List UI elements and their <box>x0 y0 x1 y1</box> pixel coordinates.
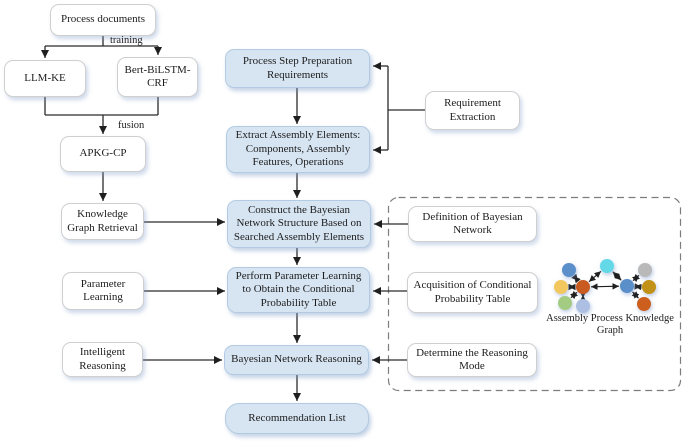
kg-node <box>620 279 634 293</box>
requirement-extraction-connector <box>373 62 425 154</box>
kg-node <box>637 297 651 311</box>
kg-nodes <box>554 259 656 313</box>
node-bayesian-network-reasoning: Bayesian Network Reasoning <box>224 345 369 375</box>
left-column-arrows <box>99 172 225 364</box>
node-construct-bayesian-network: Construct the Bayesian Network Structure… <box>227 200 371 248</box>
node-apkg-cp: APKG-CP <box>60 136 146 172</box>
knowledge-graph-caption: Assembly Process Knowledge Graph <box>546 313 674 337</box>
kg-node <box>642 280 656 294</box>
kg-node <box>558 296 572 310</box>
node-perform-parameter-learning: Perform Parameter Learning to Obtain the… <box>227 267 370 313</box>
training-split-connector <box>41 36 162 58</box>
node-intelligent-reasoning: Intelligent Reasoning <box>62 342 143 377</box>
kg-node <box>554 280 568 294</box>
node-definition-of-bayesian-network: Definition of Bayesian Network <box>408 206 537 242</box>
kg-edges <box>568 270 642 302</box>
node-process-documents: Process documents <box>50 4 156 36</box>
edge-label-training: training <box>110 35 143 46</box>
node-knowledge-graph-retrieval: Knowledge Graph Retrieval <box>61 203 144 240</box>
node-extract-assembly-elements: Extract Assembly Elements: Components, A… <box>226 126 370 173</box>
kg-node <box>562 263 576 277</box>
node-recommendation-list: Recommendation List <box>225 403 369 434</box>
node-parameter-learning: Parameter Learning <box>62 272 144 310</box>
node-bert-bilstm-crf: Bert-BiLSTM-CRF <box>117 57 198 97</box>
node-requirement-extraction: Requirement Extraction <box>425 91 520 130</box>
node-llm-ke: LLM-KE <box>4 60 86 97</box>
kg-node <box>600 259 614 273</box>
fusion-merge-connector <box>44 97 159 134</box>
dashed-frame <box>387 196 682 392</box>
kg-node <box>638 263 652 277</box>
kg-node <box>576 280 590 294</box>
right-column-arrows <box>372 220 408 364</box>
edge-label-fusion: fusion <box>118 120 145 131</box>
node-determine-reasoning-mode: Determine the Reasoning Mode <box>407 343 537 377</box>
node-acquisition-of-cpt: Acquisition of Conditional Probability T… <box>407 272 538 313</box>
kg-node <box>576 299 590 313</box>
node-process-step-preparation: Process Step Preparation Requirements <box>225 49 370 88</box>
knowledge-graph-illustration <box>554 259 656 313</box>
